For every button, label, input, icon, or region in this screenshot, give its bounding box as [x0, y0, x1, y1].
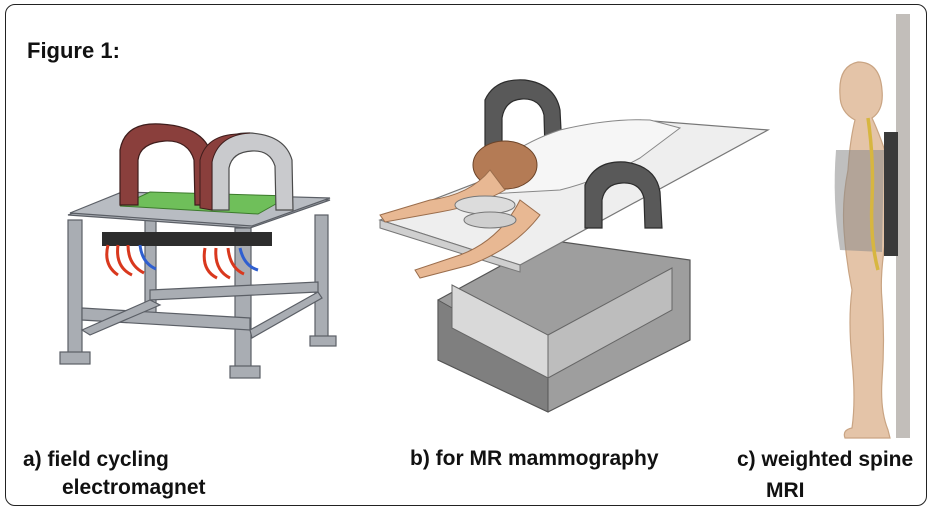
- caption-a-line1: a) field cycling: [23, 447, 169, 473]
- spine-mri-illustration: [835, 14, 910, 438]
- caption-a-line2: electromagnet: [62, 475, 206, 501]
- figure-title: Figure 1:: [27, 38, 120, 64]
- mammography-illustration: [380, 80, 768, 412]
- caption-b: b) for MR mammography: [410, 446, 659, 472]
- electromagnet-illustration: [60, 124, 336, 378]
- caption-c-line2: MRI: [766, 478, 805, 504]
- caption-c-line1: c) weighted spine: [737, 447, 913, 473]
